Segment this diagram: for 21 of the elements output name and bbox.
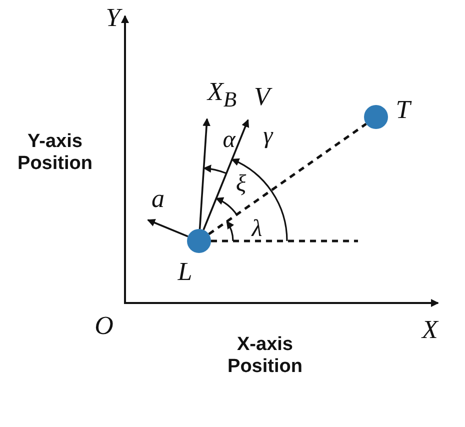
point-marker (187, 229, 211, 253)
axis-label: Y (106, 5, 120, 31)
dashed-line (211, 240, 358, 242)
angle-label: α (222, 128, 236, 152)
axis-label: X (422, 317, 438, 343)
dashed-line (208, 122, 367, 236)
vector-label: V (254, 84, 270, 110)
vector-label: a (152, 186, 164, 212)
vector-arrow (147, 218, 188, 238)
axis-label: O (94, 313, 114, 339)
point-label: L (178, 259, 192, 285)
point-marker (364, 105, 388, 129)
vector-arrow (202, 119, 250, 230)
angle-label: γ (263, 124, 273, 148)
vector-arrow (198, 118, 211, 230)
angle-label: ξ (236, 172, 246, 196)
axis-title: X-axis Position (226, 334, 304, 378)
axis-title: Y-axis Position (16, 131, 94, 175)
vector-label: X$_{B}$ (207, 79, 237, 111)
angle-label: λ (252, 217, 262, 241)
point-label: T (396, 97, 410, 123)
